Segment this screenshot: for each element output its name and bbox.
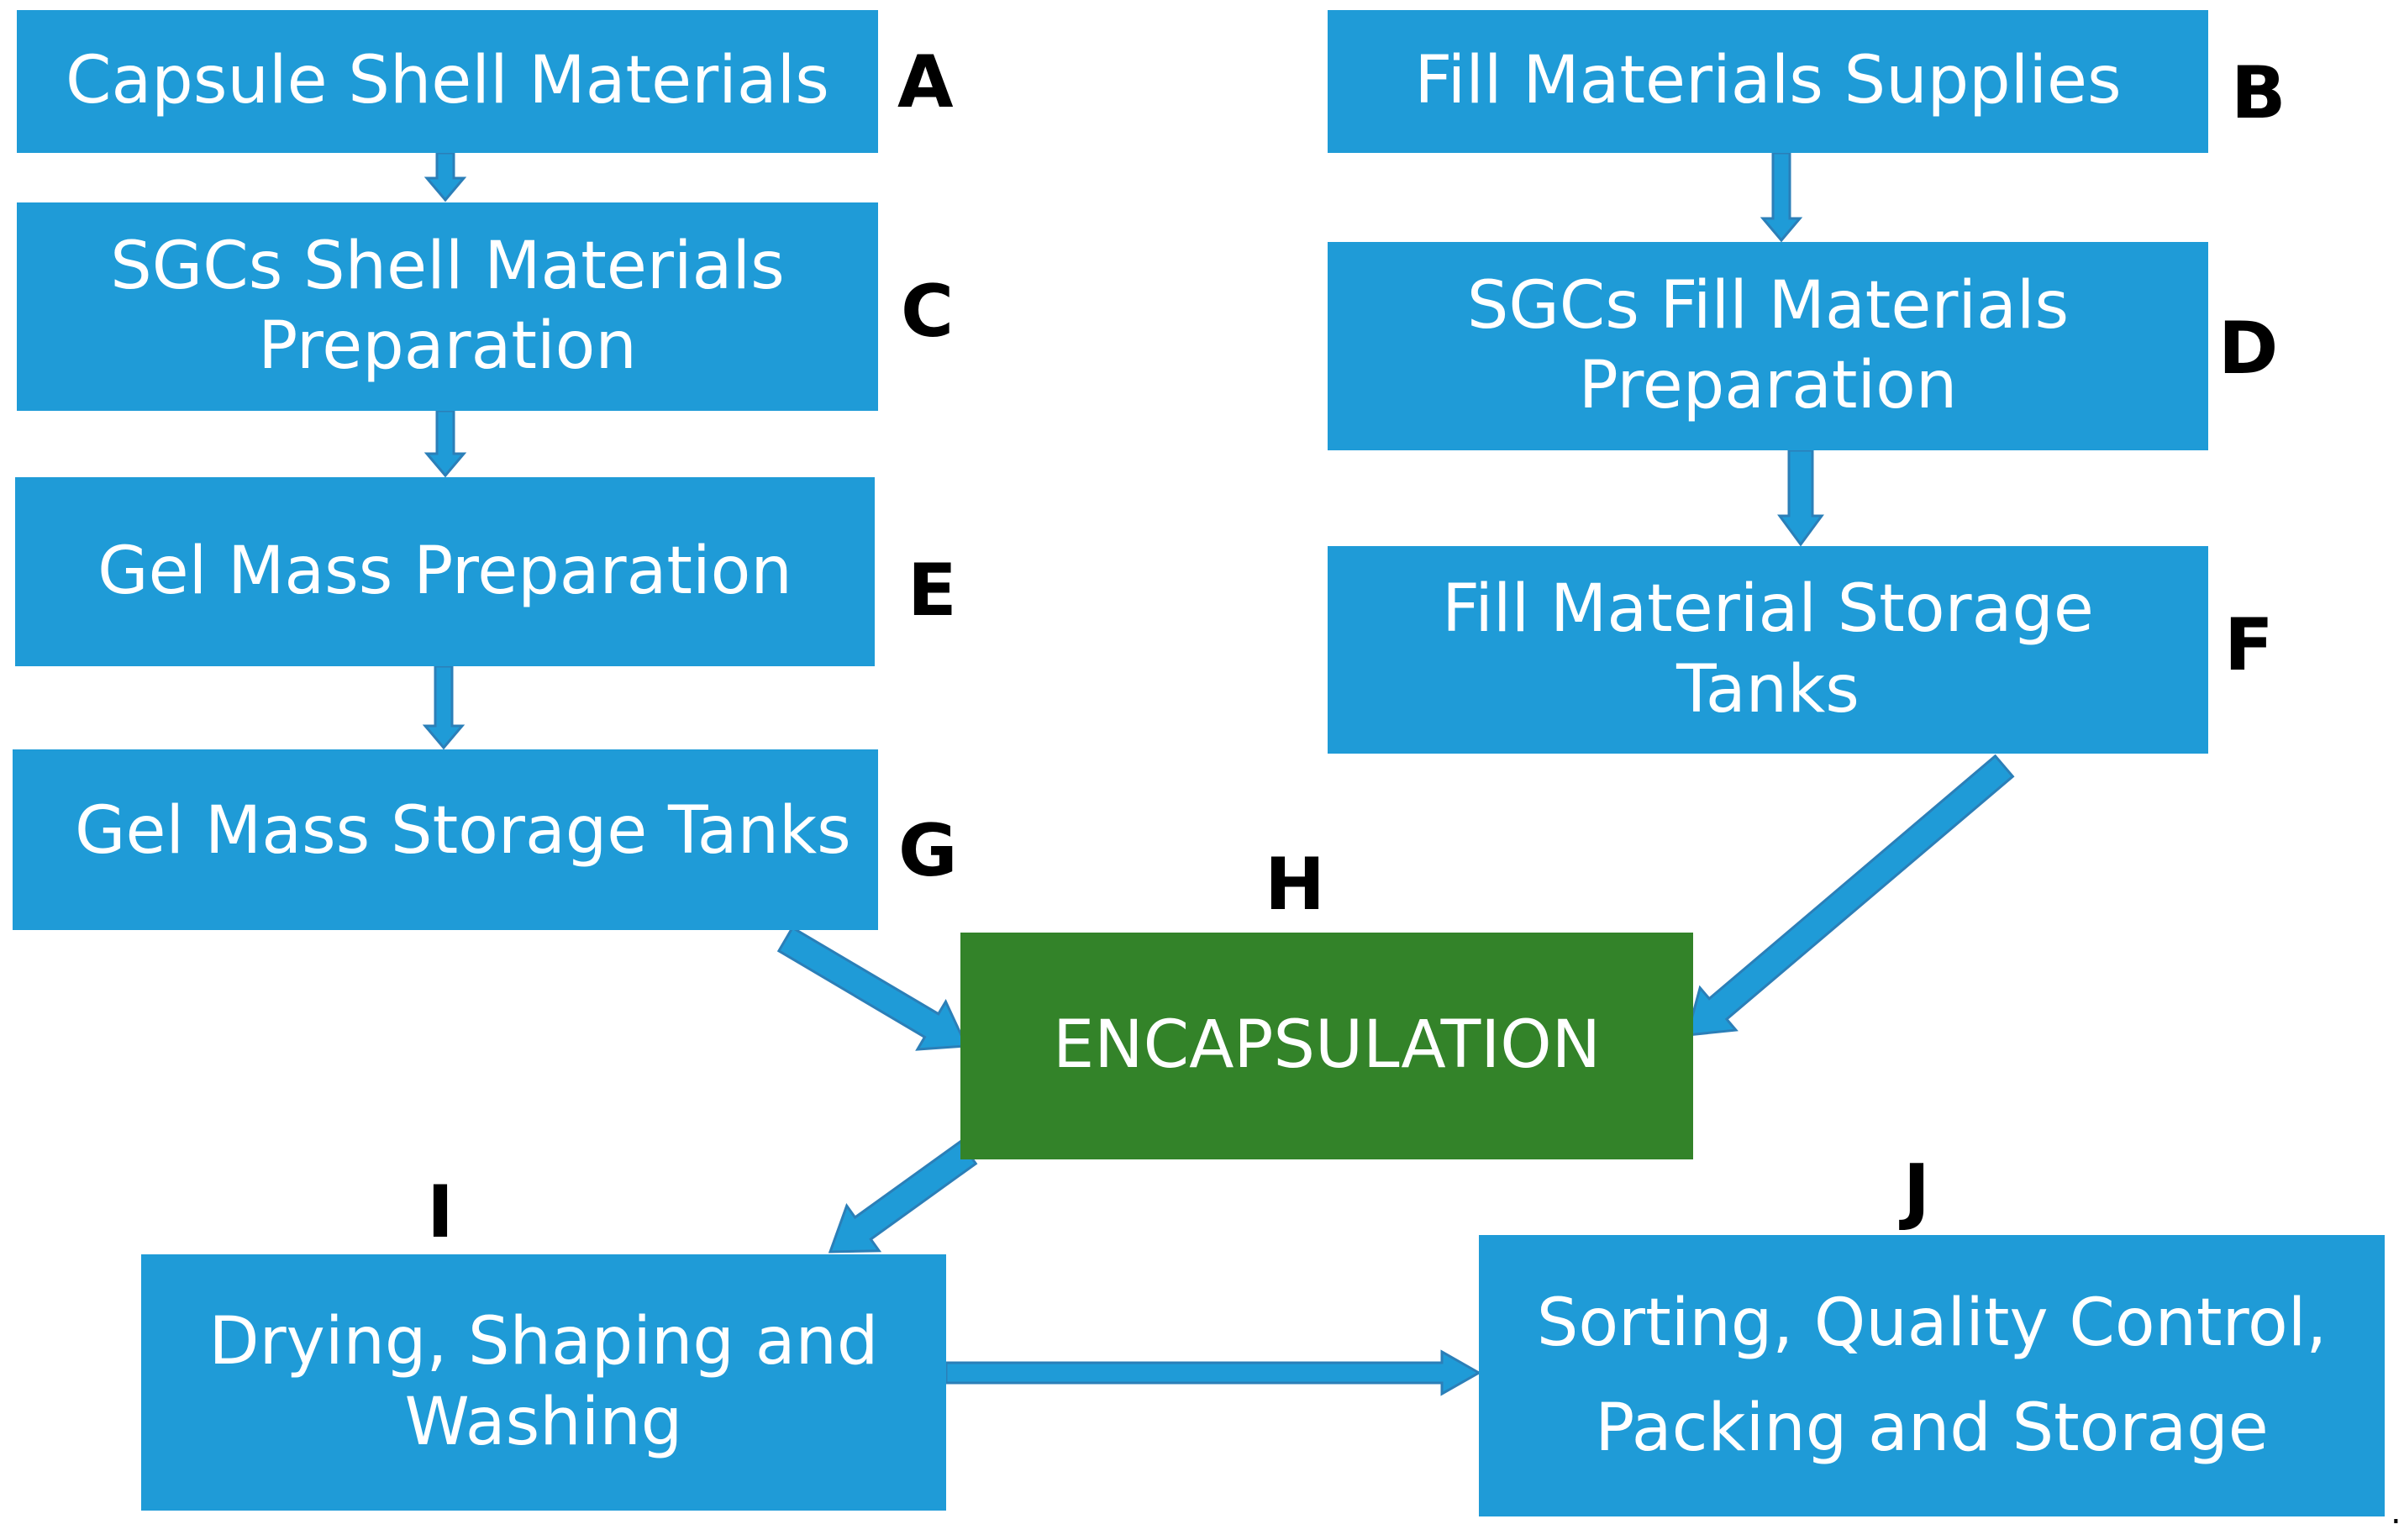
label-c: C (901, 270, 955, 354)
label-i: I (427, 1170, 454, 1254)
label-b: B (2231, 51, 2286, 135)
label-g: G (898, 809, 958, 893)
arrow-d-to-f (1777, 449, 1824, 547)
box-sgcs-fill-materials-preparation: SGCs Fill Materials Preparation (1328, 242, 2208, 450)
box-g-line1: Gel Mass Storage Tanks (75, 793, 851, 869)
label-f: F (2224, 603, 2274, 687)
box-j-line2: Packing and Storage (1595, 1390, 2269, 1466)
label-e: E (907, 549, 957, 633)
trailing-dot: . (2391, 1493, 2401, 1532)
label-d: D (2218, 307, 2279, 391)
box-d-text: SGCs Fill Materials Preparation (1467, 266, 2069, 426)
box-c-line2: Preparation (258, 308, 637, 384)
box-d-line2: Preparation (1578, 348, 1958, 423)
box-i-line1: Drying, Shaping and (208, 1304, 879, 1380)
arrow-b-to-d (1760, 151, 1803, 243)
label-a: A (897, 40, 954, 124)
box-b-line1: Fill Materials Supplies (1414, 43, 2122, 119)
arrow-c-to-e (423, 409, 467, 478)
box-fill-materials-supplies: Fill Materials Supplies (1328, 10, 2208, 153)
label-j: J (1903, 1149, 1930, 1233)
label-h: H (1265, 843, 1325, 927)
box-fill-material-storage-tanks: Fill Material Storage Tanks (1328, 546, 2208, 754)
arrow-g-to-h (776, 926, 969, 1051)
box-encapsulation: ENCAPSULATION (960, 933, 1693, 1159)
box-j-text: Sorting, Quality Control, Packing and St… (1537, 1271, 2327, 1481)
box-c-text: SGCs Shell Materials Preparation (110, 227, 784, 386)
box-capsule-shell-materials: Capsule Shell Materials (17, 10, 878, 153)
box-e-line1: Gel Mass Preparation (97, 533, 792, 609)
arrow-a-to-c (423, 151, 467, 202)
arrow-h-to-i (828, 1139, 978, 1254)
box-i-line2: Washing (404, 1384, 683, 1460)
box-h-line1: ENCAPSULATION (1052, 1007, 1602, 1084)
box-sgcs-shell-materials-preparation: SGCs Shell Materials Preparation (17, 202, 878, 411)
box-drying-shaping-washing: Drying, Shaping and Washing (141, 1254, 946, 1511)
arrow-i-to-j (944, 1349, 1482, 1396)
box-sorting-quality-packing-storage: Sorting, Quality Control, Packing and St… (1479, 1235, 2385, 1516)
box-gel-mass-storage-tanks: Gel Mass Storage Tanks (13, 749, 878, 930)
box-d-line1: SGCs Fill Materials (1466, 267, 2070, 344)
box-f-line1: Fill Material Storage Tanks (1442, 571, 2094, 728)
box-c-line1: SGCs Shell Materials (110, 228, 785, 304)
arrow-f-to-h (1685, 754, 2015, 1037)
box-i-text: Drying, Shaping and Washing (209, 1302, 879, 1462)
box-j-line1: Sorting, Quality Control, (1536, 1285, 2328, 1361)
box-a-line1: Capsule Shell Materials (66, 43, 829, 119)
arrow-e-to-g (422, 665, 466, 750)
box-gel-mass-preparation: Gel Mass Preparation (15, 477, 875, 666)
